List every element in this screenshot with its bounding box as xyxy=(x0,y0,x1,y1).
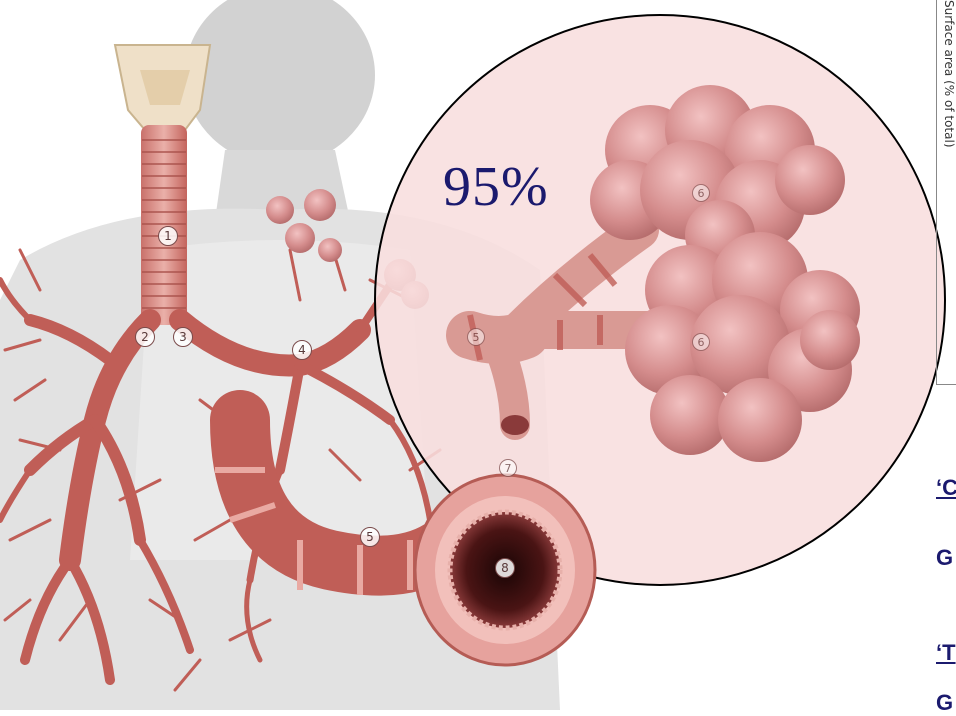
trachea-illustration xyxy=(141,125,187,325)
marker-6-lower: 6 xyxy=(692,333,710,351)
marker-5: 5 xyxy=(360,527,380,547)
marker-2: 2 xyxy=(135,327,155,347)
marker-4: 4 xyxy=(292,340,312,360)
reference-text-1: G xyxy=(936,545,953,571)
marker-1: 1 xyxy=(158,226,178,246)
marker-6-upper: 6 xyxy=(692,184,710,202)
marker-8: 8 xyxy=(495,558,515,578)
marker-5-callout: 5 xyxy=(467,328,485,346)
reference-link-1[interactable]: ‘C xyxy=(936,475,956,501)
reference-link-2[interactable]: ‘T xyxy=(936,640,956,666)
larynx-illustration xyxy=(115,45,210,130)
chart-frame xyxy=(936,0,956,385)
surface-area-percent: 95% xyxy=(443,155,549,219)
marker-7: 7 xyxy=(499,459,517,477)
marker-3: 3 xyxy=(173,327,193,347)
reference-text-2: G xyxy=(936,690,953,716)
